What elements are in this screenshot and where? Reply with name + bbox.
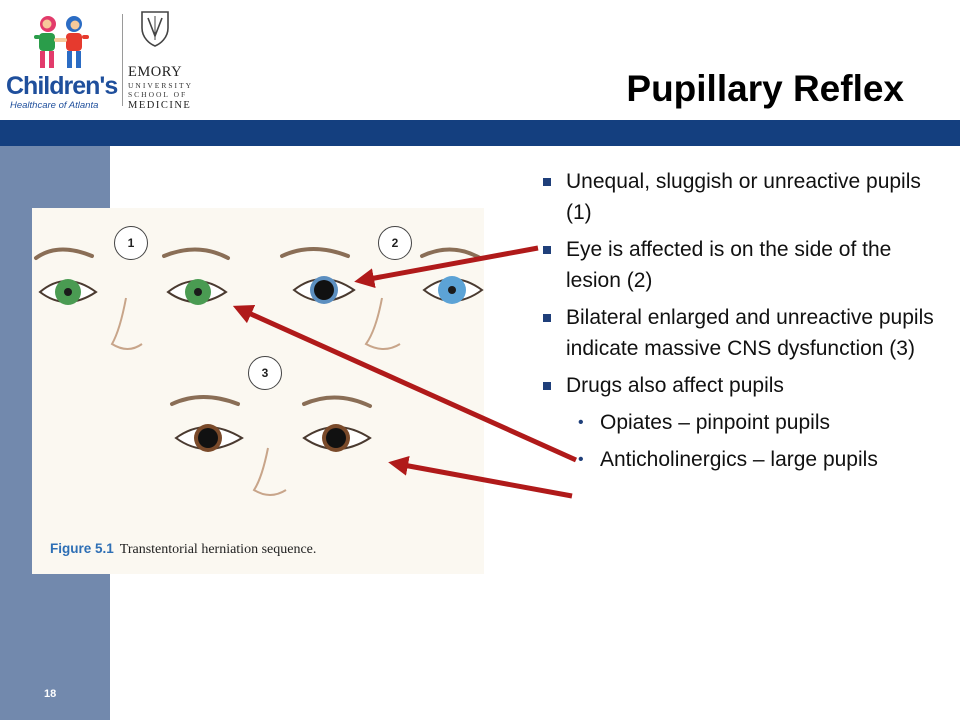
figure-caption: Figure 5.1 Transtentorial herniation sequ… (50, 540, 316, 558)
emory-logo-name: EMORY (128, 64, 183, 80)
bullet-item: Bilateral enlarged and unreactive pupils… (540, 302, 950, 364)
bullet-item: Eye is affected is on the side of the le… (540, 234, 950, 296)
figure-caption-text: Transtentorial herniation sequence. (119, 542, 317, 557)
face-3-eyes (170, 395, 372, 496)
face-2-eyes (280, 247, 484, 350)
emory-logo-line-school: SCHOOL OF (128, 90, 188, 99)
logo-divider (122, 14, 123, 106)
emory-logo-line-medicine: MEDICINE (128, 100, 192, 111)
children-figures-icon (34, 16, 89, 68)
bullet-list: Unequal, sluggish or unreactive pupils (… (540, 166, 950, 475)
emory-logo-line-university: UNIVERSITY (128, 81, 193, 90)
slide-title: Pupillary Reflex (626, 68, 904, 109)
figure-label-3: 3 (248, 356, 282, 390)
figure-label-2: 2 (378, 226, 412, 260)
eyes-illustration (34, 247, 484, 496)
bullet-item: Drugs also affect pupils (540, 370, 950, 401)
face-1-eyes (34, 247, 230, 350)
childrens-logo-text: Children's (6, 72, 118, 100)
sub-bullet-item: Anticholinergics – large pupils (540, 444, 950, 475)
figure-label-1: 1 (114, 226, 148, 260)
sub-bullet-item: Opiates – pinpoint pupils (540, 407, 950, 438)
emory-logo: EMORY UNIVERSITY SCHOOL OF MEDICINE (128, 10, 194, 111)
header-bar (0, 120, 960, 146)
childrens-healthcare-logo: Children's Healthcare of Atlanta (4, 12, 122, 112)
bullet-item: Unequal, sluggish or unreactive pupils (… (540, 166, 950, 228)
herniation-figure: 1 2 3 Figure 5.1 Transtentorial herniatio… (32, 208, 484, 574)
emory-shield-icon (141, 11, 169, 47)
figure-caption-label: Figure 5.1 (50, 541, 114, 556)
page-number: 18 (44, 688, 57, 700)
childrens-logo-tagline: Healthcare of Atlanta (10, 100, 99, 111)
